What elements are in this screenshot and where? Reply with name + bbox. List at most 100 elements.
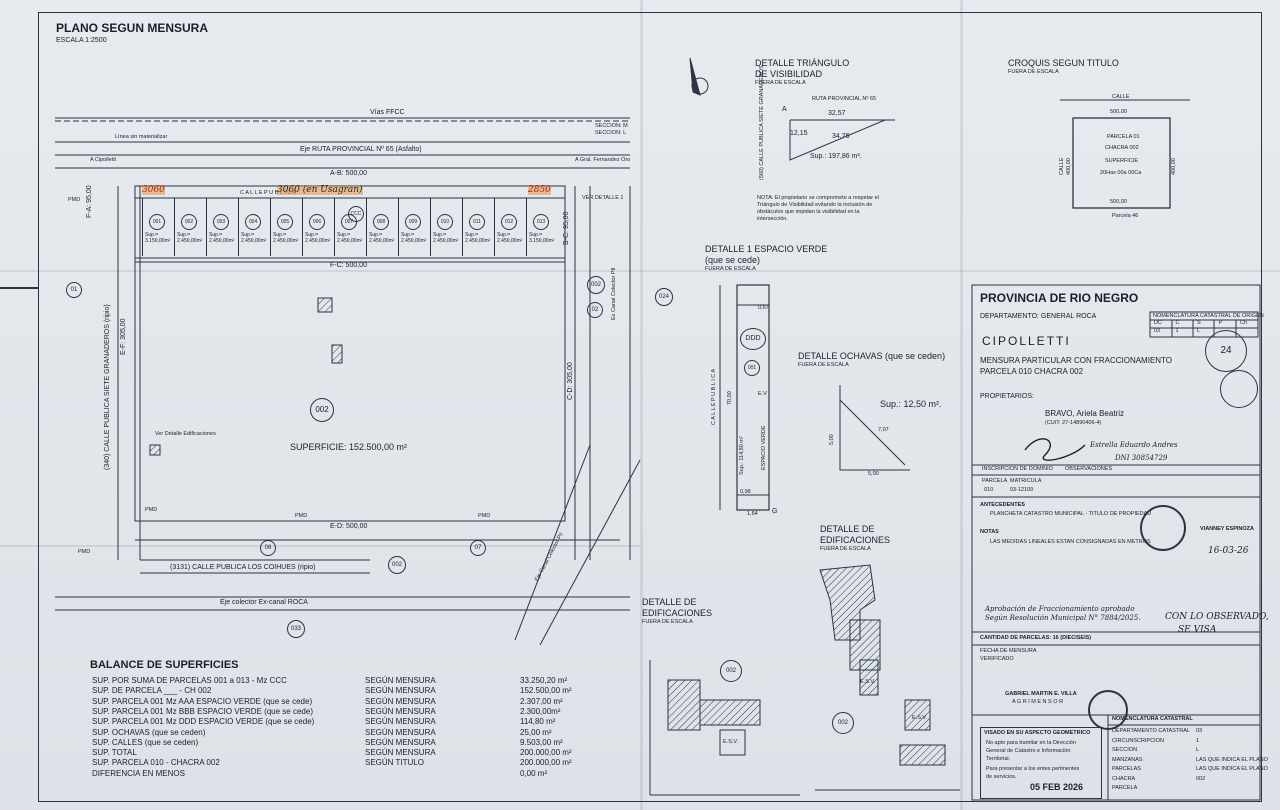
ochavas-v5b: 5,00 — [868, 471, 879, 477]
eje-colector-label: Eje colector Ex-canal ROCA — [220, 599, 308, 606]
caratula-departamento: DEPARTAMENTO: GENERAL ROCA — [980, 313, 1097, 320]
balance-cell: SEGÚN TITULO — [365, 758, 424, 768]
balance-cell: SUP. OCHAVAS (que se ceden) — [92, 727, 206, 737]
verde-v067: 0,67 — [758, 305, 769, 311]
caratula-parcela: PARCELA 010 CHACRA 002 — [980, 367, 1084, 376]
nomen-label: MANZANAS — [1112, 756, 1143, 763]
official-seal — [1140, 505, 1186, 551]
lot-superficie: Sup.= 2.450,00m² — [177, 232, 203, 244]
caratula-mensura: MENSURA PARTICULAR CON FRACCIONAMIENTO — [980, 356, 1173, 365]
balance-cell: SUP. PARCELA 001 Mz BBB ESPACIO VERDE (q… — [92, 706, 313, 716]
n001-circle: 001 — [744, 360, 760, 376]
balance-cell: 9.503,00 m² — [520, 737, 563, 747]
lot-superficie: Sup.= 3.150,00m² — [529, 232, 555, 244]
official-seal — [1088, 690, 1128, 730]
visado-line3: General de Catastro e Información — [986, 748, 1071, 754]
visado-line1: VISADO EN SU ASPECTO GEOMETRICO — [984, 730, 1091, 736]
edif2-title2: EDIFICACIONES — [820, 535, 891, 545]
caratula-matricula-v: 03-12109 — [1010, 487, 1034, 493]
triangulo-title2: DE VISIBILIDAD — [755, 69, 823, 79]
parcel-08-circle: 08 — [260, 540, 276, 556]
dim-ed: E-D: 500,00 — [330, 523, 368, 530]
balance-cell: 0,00 m² — [520, 768, 548, 778]
edif2-title: DETALLE DE — [820, 524, 875, 534]
nomen-label: PARCELAS — [1112, 766, 1141, 772]
fold-line — [0, 545, 640, 547]
caratula-ciudad: CIPOLLETTI — [982, 334, 1071, 348]
lot-number: 002 — [181, 214, 197, 230]
ddd-circle: DDD — [740, 328, 766, 350]
caratula-se-visa: SE VISA — [1178, 625, 1217, 635]
croquis-chacra: CHACRA 002 — [1105, 145, 1139, 151]
plan-title: PLANO SEGUN MENSURA — [56, 21, 209, 35]
nomen-title: NOMENCLATURA CATASTRAL — [1112, 716, 1193, 722]
balance-title: BALANCE DE SUPERFICIES — [90, 659, 239, 671]
calle-publica-label: C A L L E P U B L I C A — [240, 190, 297, 196]
balance-cell: SEGÚN MENSURA — [365, 706, 436, 716]
caratula-propietarios: PROPIETARIOS: — [980, 393, 1034, 400]
caratula-hand-sign: Estrella Eduardo Andres — [1090, 441, 1178, 449]
balance-cell: SEGÚN MENSURA — [365, 748, 436, 758]
balance-cell: SUP. DE PARCELA ___ - CH 002 — [92, 686, 212, 696]
balance-cell: 2.300,00m² — [520, 706, 561, 716]
lot-superficie: Sup.= 2.450,00m² — [273, 232, 299, 244]
parcel-002c-circle: 002 — [587, 276, 605, 294]
fold-line — [640, 0, 643, 810]
caratula-verificado: VERIFICADO — [980, 656, 1014, 662]
dc-header: S — [1197, 320, 1201, 326]
lot-number: 001 — [149, 214, 165, 230]
triangulo-nota: NOTA: El propietario se compromete a res… — [757, 195, 879, 222]
pmd-marker: PMD — [78, 549, 91, 555]
dc-header: Ch — [1240, 320, 1248, 326]
seccion-l: SECCION: L — [595, 130, 627, 136]
nomen-label: SECCION — [1112, 747, 1138, 753]
dc-value: 1 — [1175, 328, 1179, 334]
verde-v164: 1,64 — [747, 511, 758, 517]
balance-cell: 152.500,00 m² — [520, 686, 572, 696]
stamp-circle: 24 — [1205, 330, 1247, 372]
triangulo-sub: FUERA DE ESCALA — [755, 80, 806, 86]
caratula-inscripcion: INSCRIPCION DE DOMINIO — [982, 466, 1053, 472]
lot-number: 009 — [405, 214, 421, 230]
caratula-profesional: GABRIEL MARTIN E. VILLA — [1005, 691, 1077, 697]
croquis-bottom-lbl: Parcela 46 — [1112, 213, 1139, 219]
caratula-matricula: MATRICULA — [1010, 478, 1042, 484]
lot-number: 013 — [533, 214, 549, 230]
lot-superficie: Sup.= 2.450,00m² — [497, 232, 523, 244]
balance-cell: 200.000,00 m² — [520, 748, 572, 758]
handwritten-note: 3060 (en Usagran) — [277, 185, 363, 195]
visado-line5: Para presentar a los entes pertinentes — [986, 766, 1080, 772]
caratula-stamp1: VIANNEY ESPINOZA — [1200, 526, 1254, 532]
eje-ruta-label: Eje RUTA PROVINCIAL Nº 65 (Asfalto) — [300, 146, 422, 153]
lot-superficie: Sup.= 2.450,00m² — [305, 232, 331, 244]
dim-ab: A-B: 500,00 — [330, 170, 367, 177]
parcel-01-circle: 01 — [66, 282, 82, 298]
lot-superficie: Sup.= 2.450,00m² — [465, 232, 491, 244]
superficie-label: SUPERFICIE: 152.500,00 m² — [290, 442, 408, 452]
caratula-parcela-v: 010 — [984, 487, 994, 493]
edif1-title: DETALLE DE — [642, 597, 697, 607]
dc-header: DC — [1154, 320, 1162, 326]
linea-label: Línea sin materializar — [115, 134, 168, 140]
visado-line4: Territorial. — [986, 756, 1011, 762]
croquis-bottom: 500,00 — [1110, 199, 1127, 205]
caratula-bravo: BRAVO, Ariela Beatriz — [1045, 409, 1124, 418]
parcel-002b-circle: 002 — [388, 556, 406, 574]
edif2-sub: FUERA DE ESCALA — [820, 546, 871, 552]
lot-superficie: Sup.= 3.150,00m² — [145, 232, 171, 244]
ochavas-v707: 7,07 — [878, 427, 889, 433]
balance-cell: 33.250,20 m² — [520, 676, 568, 685]
fold-line — [960, 0, 963, 810]
plan-scale: ESCALA 1:2500 — [56, 37, 107, 44]
pmd-marker: PMD — [68, 197, 81, 203]
nomen-value: 002 — [1196, 775, 1206, 782]
